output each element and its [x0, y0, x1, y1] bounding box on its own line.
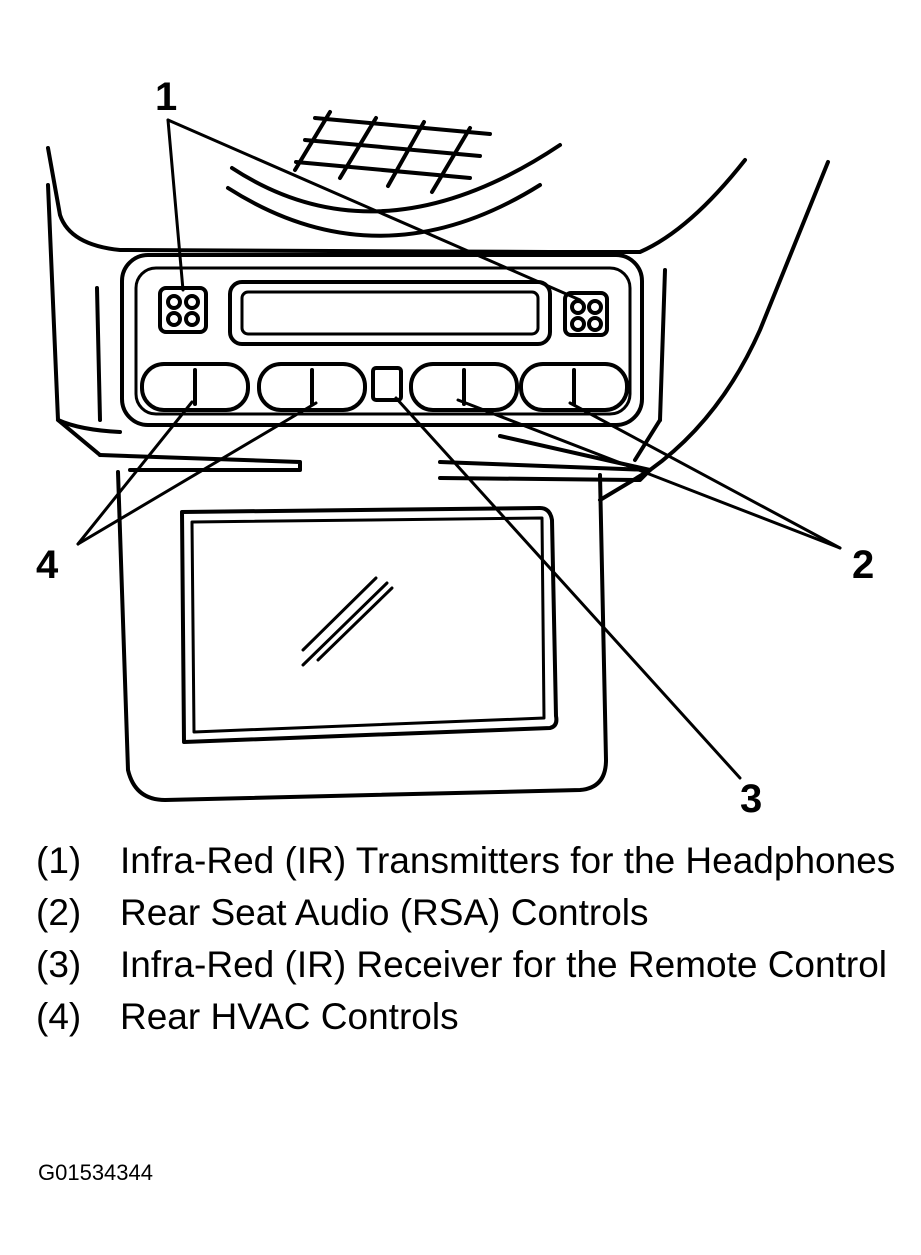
callout-1: 1 [155, 75, 177, 119]
legend-number: (4) [36, 996, 82, 1037]
headliner-outline [46, 143, 830, 502]
legend-text: Infra-Red (IR) Receiver for the Remote C… [120, 944, 887, 985]
legend-item: (3) Infra-Red (IR) Receiver for the Remo… [36, 942, 906, 988]
control-panel [120, 253, 644, 427]
overhead-console-diagram: 1 2 3 4 [36, 75, 874, 820]
callout-2: 2 [852, 543, 874, 587]
rear-hvac-controls [140, 362, 367, 412]
ir-transmitter-left [158, 286, 208, 334]
legend-text: Rear HVAC Controls [120, 996, 459, 1037]
legend: (1) Infra-Red (IR) Transmitters for the … [36, 838, 906, 1046]
legend-text: Infra-Red (IR) Transmitters for the Head… [120, 840, 896, 881]
legend-item: (1) Infra-Red (IR) Transmitters for the … [36, 838, 906, 884]
legend-item: (2) Rear Seat Audio (RSA) Controls [36, 890, 906, 936]
legend-item: (4) Rear HVAC Controls [36, 994, 906, 1040]
ir-transmitter-right [563, 291, 609, 337]
leader-lines [76, 118, 842, 780]
display-window [228, 280, 552, 346]
screen-glare [301, 576, 394, 667]
legend-number: (3) [36, 944, 82, 985]
ir-receiver [371, 366, 403, 402]
figure-id: G01534344 [38, 1160, 153, 1185]
rear-seat-audio-controls [409, 362, 629, 412]
video-screen-housing [98, 453, 652, 802]
callout-4: 4 [36, 543, 59, 587]
callout-3: 3 [740, 777, 762, 820]
legend-number: (1) [36, 840, 82, 881]
roof-vent-grille [293, 110, 492, 194]
legend-number: (2) [36, 892, 82, 933]
legend-text: Rear Seat Audio (RSA) Controls [120, 892, 649, 933]
